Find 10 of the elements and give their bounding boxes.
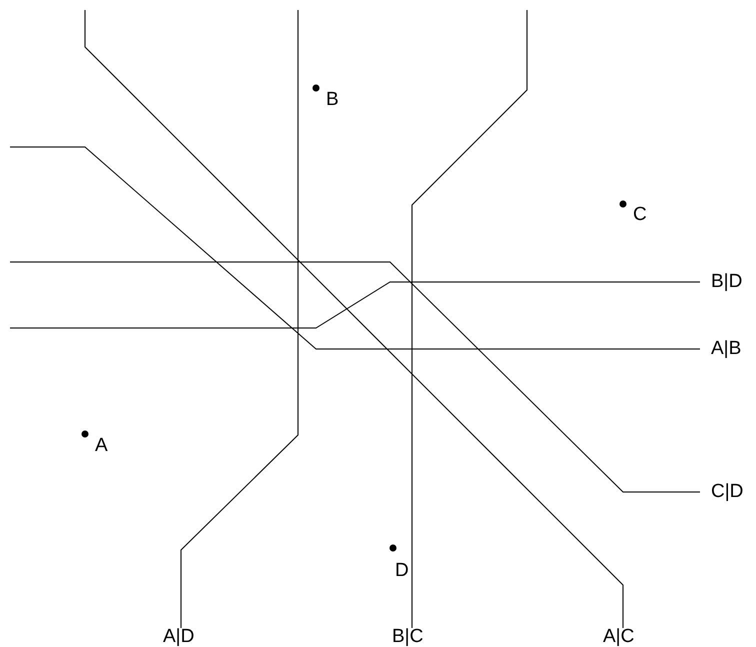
point-label: B — [326, 90, 339, 110]
line-label: C|D — [711, 482, 744, 502]
line-label: B|C — [392, 627, 424, 647]
point-label: D — [395, 561, 409, 581]
line-label: A|C — [603, 627, 634, 647]
line-label: B|D — [711, 272, 742, 292]
point-label: C — [633, 205, 647, 225]
point-label: A — [95, 436, 108, 456]
line-label: A|B — [711, 339, 742, 359]
line-label: A|D — [163, 627, 194, 647]
